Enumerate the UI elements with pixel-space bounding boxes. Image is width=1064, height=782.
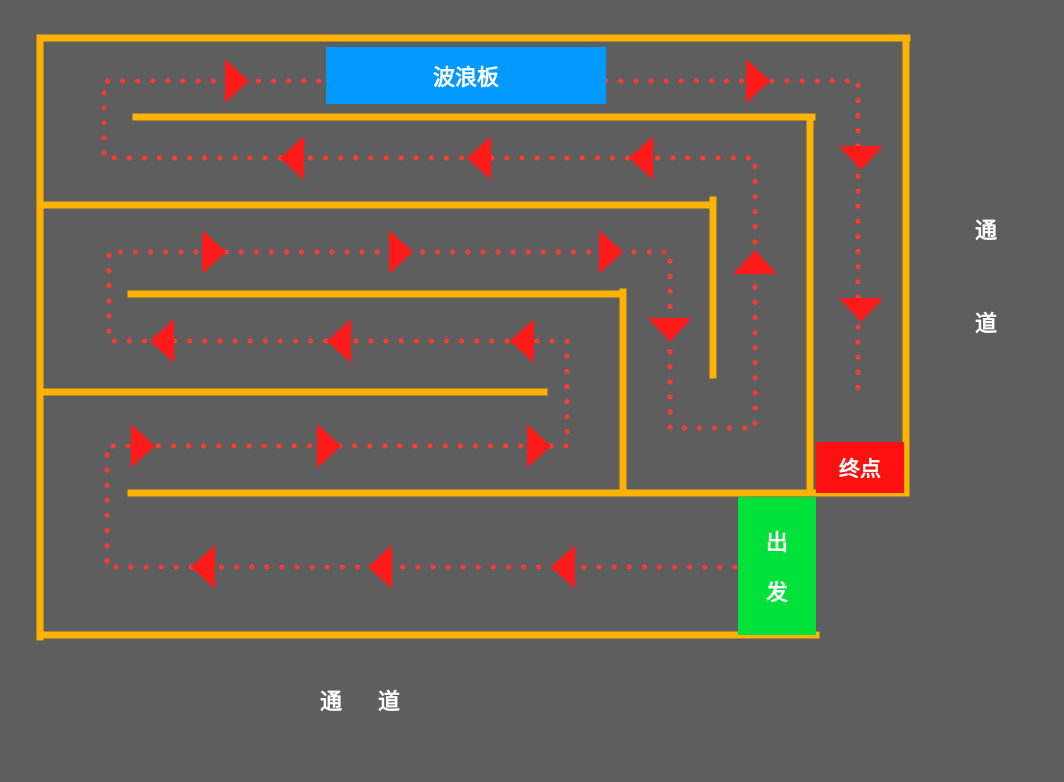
direction-arrow-down [648,318,692,342]
direction-arrow-left [551,545,575,589]
bottom-channel-label-2: 道 [378,690,401,715]
bottom-channel-label-1: 通 [320,690,343,715]
right-channel-label-2: 道 [975,312,998,337]
direction-arrow-right [527,424,551,468]
direction-arrow-up [733,250,777,274]
finish-label: 终点 [816,442,904,493]
direction-arrow-left [629,136,653,180]
route-path [101,78,861,570]
direction-arrow-left [510,319,534,363]
direction-arrow-left [150,319,174,363]
direction-arrow-right [225,59,249,103]
right-channel-label-1: 通 [975,219,998,244]
direction-arrow-left [191,545,215,589]
direction-arrow-left [280,136,304,180]
direction-arrow-right [202,230,226,274]
direction-arrow-right [746,59,770,103]
direction-arrow-right [317,424,341,468]
start-label-2: 发 [765,581,788,606]
direction-arrow-right [389,230,413,274]
wave-board-label: 波浪板 [326,47,606,104]
direction-arrow-right [599,230,623,274]
direction-arrow-left [368,545,392,589]
direction-arrow-down [839,298,883,322]
course-walls [36,34,911,641]
direction-arrow-down [839,146,883,170]
direction-arrow-left [327,319,351,363]
direction-arrows [131,59,883,589]
direction-arrow-right [131,424,155,468]
route-paths [101,78,861,570]
start-block: 出 发 [738,497,816,635]
start-label-1: 出 [765,531,788,556]
direction-arrow-left [467,136,491,180]
